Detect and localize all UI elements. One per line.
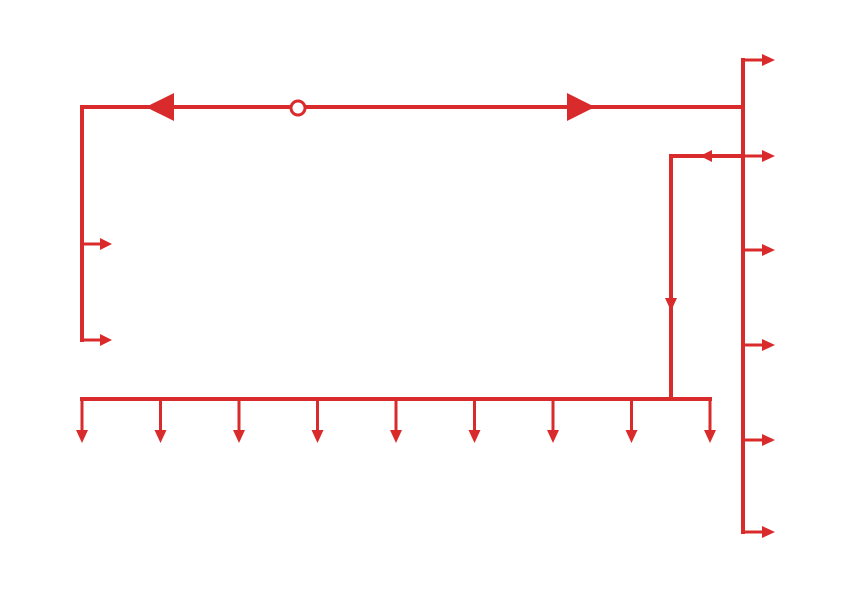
bottom-outlet-arrow-down-icon	[704, 430, 716, 443]
small-arrow-down-icon	[665, 298, 677, 311]
open-circle-node-icon	[289, 99, 307, 117]
left-outlet-arrow-right-icon	[100, 334, 112, 346]
bottom-outlet-arrow-down-icon	[625, 430, 638, 443]
right-outlet-arrow-right-icon	[762, 434, 775, 446]
pipe-lines	[80, 58, 764, 534]
right-outlet-arrow-right-icon	[762, 54, 775, 66]
bottom-outlet-arrow-down-icon	[76, 430, 88, 443]
bottom-outlet-arrow-down-icon	[468, 430, 481, 443]
arrow-markers	[76, 54, 775, 538]
bottom-outlet-arrow-down-icon	[154, 430, 167, 443]
right-outlet-arrow-right-icon	[762, 244, 775, 256]
bottom-outlet-arrow-down-icon	[311, 430, 324, 443]
right-outlet-arrow-right-icon	[762, 526, 775, 538]
large-triangle-arrow-right-icon	[567, 93, 595, 121]
small-arrow-left-icon	[700, 150, 712, 162]
arrow-shadow	[146, 95, 174, 119]
right-outlet-arrow-right-icon	[762, 150, 775, 162]
bottom-outlet-arrow-down-icon	[233, 430, 245, 443]
bottom-outlet-arrow-down-icon	[547, 430, 559, 443]
bottom-outlet-arrow-down-icon	[390, 430, 402, 443]
left-outlet-arrow-right-icon	[100, 238, 112, 250]
right-outlet-arrow-right-icon	[762, 339, 775, 351]
